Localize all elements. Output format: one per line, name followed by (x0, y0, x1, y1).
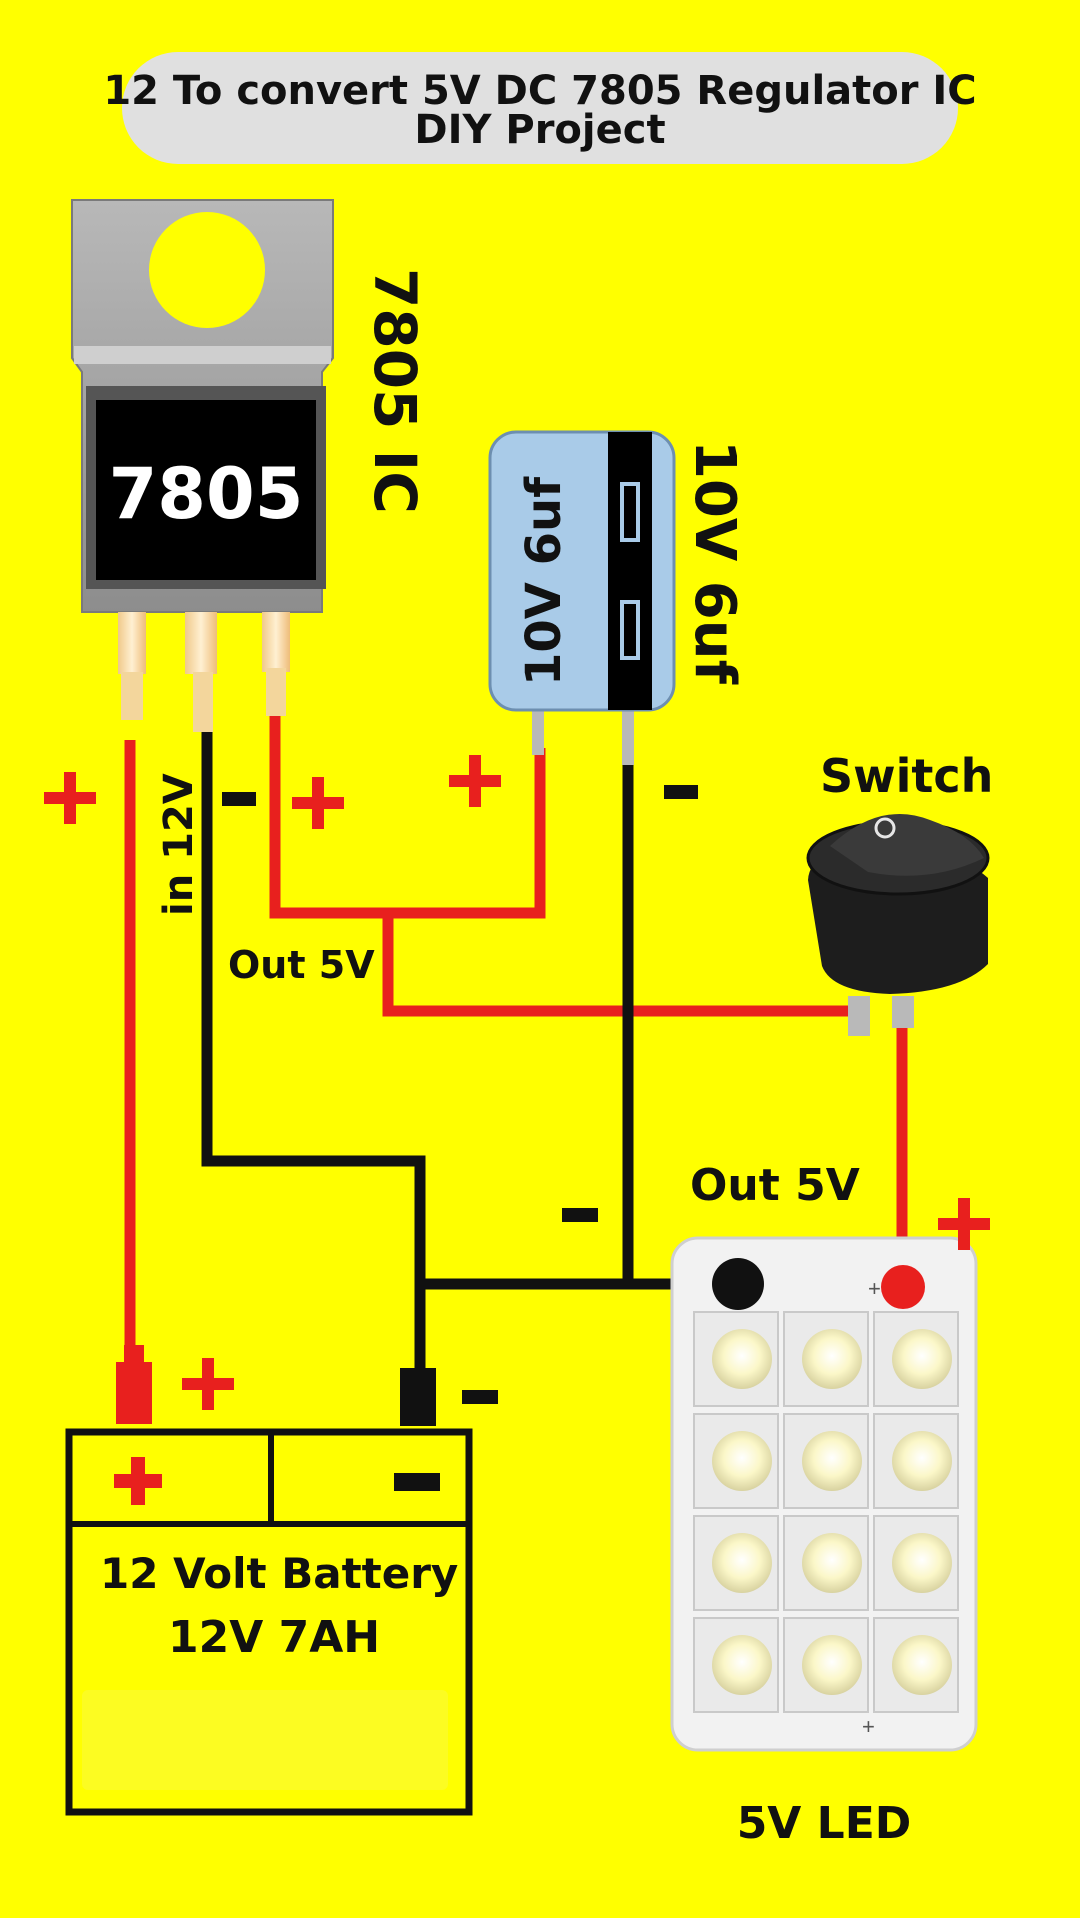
battery-terminal-negative (400, 1368, 436, 1426)
regulator-side-label: 7805 IC (361, 268, 429, 514)
regulator-7805: 7805 7805 IC (71, 199, 429, 732)
capacitor: 10V 6uf 10V 6uf (488, 430, 747, 765)
led-board-plus-mark: + (868, 1276, 881, 1301)
wire-output-to-capacitor (269, 710, 546, 919)
label-output-left: Out 5V (228, 943, 375, 987)
plus-sign-battery (182, 1358, 234, 1410)
regulator-leg-output (262, 612, 290, 672)
title-line-1: 12 To convert 5V DC 7805 Regulator IC (103, 68, 976, 114)
title-background (122, 52, 958, 164)
switch-terminal-left (848, 996, 870, 1036)
battery-terminal-positive (116, 1362, 152, 1424)
battery-label-line-2: 12V 7AH (168, 1612, 380, 1663)
capacitor-polarity-stripe (608, 432, 652, 710)
plus-sign-led (938, 1198, 990, 1250)
capacitor-lead-positive (532, 705, 544, 755)
led-chip (712, 1431, 772, 1491)
led-chip (802, 1635, 862, 1695)
plus-sign-input (44, 772, 96, 824)
led-board-bottom-plus-mark: + (862, 1714, 875, 1739)
led-label: 5V LED (737, 1798, 912, 1849)
regulator-legs (118, 612, 290, 732)
led-chip (712, 1533, 772, 1593)
label-input-voltage: in 12V (156, 773, 202, 916)
switch-on-marker (874, 817, 896, 839)
switch-terminal-right (892, 996, 914, 1028)
regulator-chip-label: 7805 (109, 453, 304, 535)
led-negative-pad (712, 1258, 764, 1310)
regulator-body (96, 400, 316, 580)
wire-output-to-switch (382, 913, 848, 1017)
plus-sign-capacitor (449, 755, 501, 807)
led-chip (802, 1431, 862, 1491)
title-banner: 12 To convert 5V DC 7805 Regulator IC DI… (103, 52, 977, 164)
led-chip (712, 1329, 772, 1389)
led-panel: + + 5V LED (670, 1236, 978, 1849)
led-chip (712, 1635, 772, 1695)
battery-lid-negative-symbol (394, 1473, 440, 1491)
capacitor-lead-negative (622, 705, 634, 765)
label-output-right: Out 5V (690, 1160, 860, 1211)
led-chip (802, 1329, 862, 1389)
led-chip (802, 1533, 862, 1593)
capacitor-side-label: 10V 6uf (682, 440, 747, 685)
minus-sign-capacitor (664, 785, 698, 799)
regulator-leg-ground (185, 612, 217, 674)
wire-ground-to-battery (201, 730, 426, 1395)
polarity-plus-signs (44, 755, 990, 1410)
wire-labels: in 12V Out 5V Out 5V (156, 773, 860, 1211)
battery-label-line-1: 12 Volt Battery (100, 1549, 458, 1598)
led-chip (892, 1329, 952, 1389)
polarity-minus-signs (222, 785, 698, 1404)
rocker-switch: Switch (806, 749, 993, 1036)
minus-sign-ground-line (562, 1208, 598, 1222)
battery: 12 Volt Battery 12V 7AH (65, 1345, 473, 1816)
wires (124, 710, 908, 1395)
led-chip (892, 1533, 952, 1593)
minus-sign-battery (462, 1390, 498, 1404)
led-chip (892, 1635, 952, 1695)
title-line-2: DIY Project (414, 107, 665, 153)
led-positive-pad (881, 1265, 925, 1309)
switch-label: Switch (820, 749, 993, 803)
led-chip (892, 1431, 952, 1491)
regulator-leg-input (118, 612, 146, 674)
regulator-mounting-hole (149, 212, 265, 328)
plus-sign-output (292, 777, 344, 829)
minus-sign-ground (222, 792, 256, 806)
capacitor-body-label: 10V 6uf (516, 476, 572, 686)
led-grid (693, 1311, 959, 1713)
